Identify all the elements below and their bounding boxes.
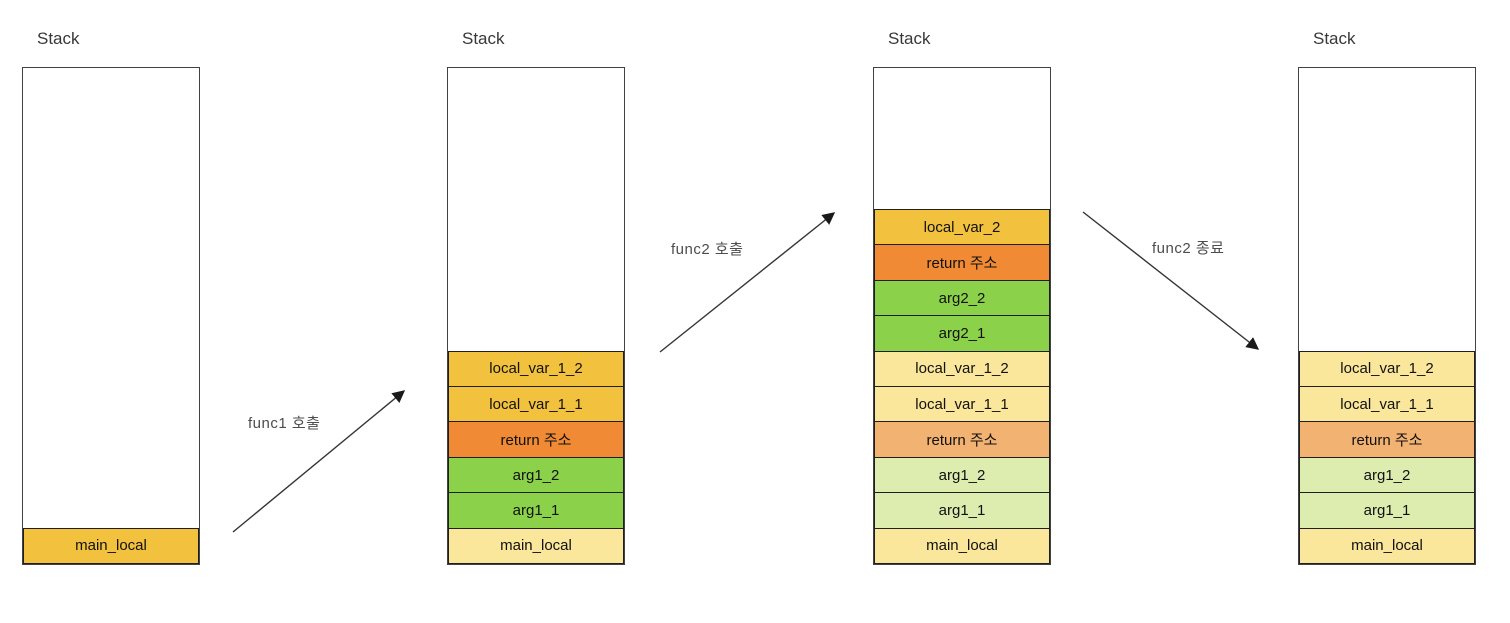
stack-cell: main_local (874, 527, 1050, 564)
arrow-func2-call-icon (659, 212, 836, 353)
stack-cell: arg1_2 (874, 456, 1050, 494)
stack-cell: return 주소 (874, 244, 1050, 281)
stack-cell: return 주소 (874, 421, 1050, 458)
arrow-label-func1-call: func1 호출 (248, 415, 321, 432)
stack-cell: arg1_2 (1299, 456, 1475, 494)
stack-diagram-initial: Stack main_local (22, 28, 200, 565)
stack-cell: local_var_1_1 (1299, 386, 1475, 423)
arrow-func2-return-icon (1082, 211, 1260, 350)
stack-cell: local_var_2 (874, 209, 1050, 246)
stack-cell: arg2_1 (874, 315, 1050, 352)
stack-cell: local_var_1_2 (1299, 350, 1475, 388)
stack-cell: main_local (448, 527, 624, 564)
stack-title: Stack (37, 29, 80, 48)
stack-cell: return 주소 (1299, 421, 1475, 458)
stack-cell: main_local (23, 527, 199, 564)
stack-cell: arg1_2 (448, 456, 624, 494)
stack-title: Stack (462, 29, 505, 48)
stack-title: Stack (1313, 29, 1356, 48)
arrow-label-func2-call: func2 호출 (671, 241, 744, 258)
stack-cell: arg1_1 (874, 492, 1050, 529)
stack-box: main_local (22, 67, 200, 565)
stack-cell: arg1_1 (448, 492, 624, 529)
arrow-label-func2-return: func2 종료 (1152, 240, 1225, 257)
stack-title: Stack (888, 29, 931, 48)
stack-cell: local_var_1_2 (448, 350, 624, 388)
stack-cell: main_local (1299, 527, 1475, 564)
stack-cell: arg1_1 (1299, 492, 1475, 529)
stack-cell: local_var_1_1 (874, 386, 1050, 423)
stack-cell: arg2_2 (874, 279, 1050, 317)
stack-cell: return 주소 (448, 421, 624, 458)
stack-cell: local_var_1_2 (874, 350, 1050, 388)
stack-cell: local_var_1_1 (448, 386, 624, 423)
